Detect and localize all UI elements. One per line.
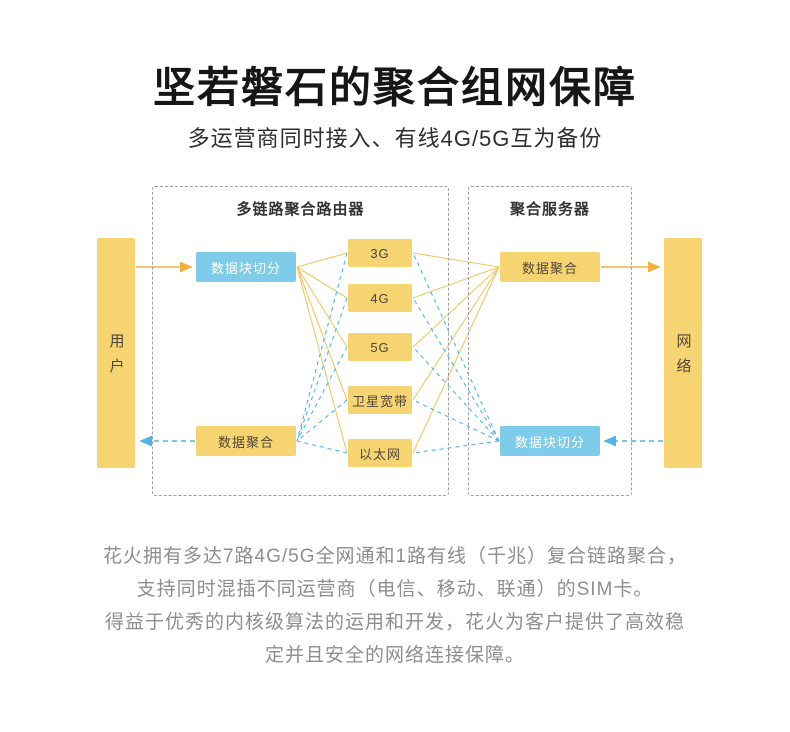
description-line: 定并且安全的网络连接保障。 (264, 645, 525, 666)
user-node: 用户 (97, 238, 135, 468)
router-merge-node: 数据聚合 (196, 426, 296, 456)
link-node-satellite: 卫星宽带 (348, 386, 412, 414)
server-group: 聚合服务器 (468, 186, 632, 496)
router-split-node: 数据块切分 (196, 252, 296, 282)
router-group-title: 多链路聚合路由器 (236, 201, 365, 218)
router-group: 多链路聚合路由器 (152, 186, 449, 496)
server-split-node: 数据块切分 (500, 426, 600, 456)
link-node-5g: 5G (348, 333, 412, 361)
description-line: 花火拥有多达7路4G/5G全网通和1路有线（千兆）复合链路聚合， (102, 546, 688, 567)
network-node: 网络 (664, 238, 702, 468)
server-group-title: 聚合服务器 (509, 201, 590, 218)
description-text: 花火拥有多达7路4G/5G全网通和1路有线（千兆）复合链路聚合， 支持同时混插不… (0, 540, 790, 672)
page-title: 坚若磐石的聚合组网保障 (152, 64, 637, 111)
link-node-ethernet: 以太网 (348, 439, 412, 467)
page-subtitle: 多运营商同时接入、有线4G/5G互为备份 (187, 126, 603, 151)
link-node-4g: 4G (348, 284, 412, 312)
description-line: 支持同时混插不同运营商（电信、移动、联通）的SIM卡。 (136, 579, 654, 600)
link-node-3g: 3G (348, 239, 412, 267)
description-line: 得益于优秀的内核级算法的运用和开发，花火为客户提供了高效稳 (104, 612, 685, 633)
server-merge-node: 数据聚合 (500, 252, 600, 282)
